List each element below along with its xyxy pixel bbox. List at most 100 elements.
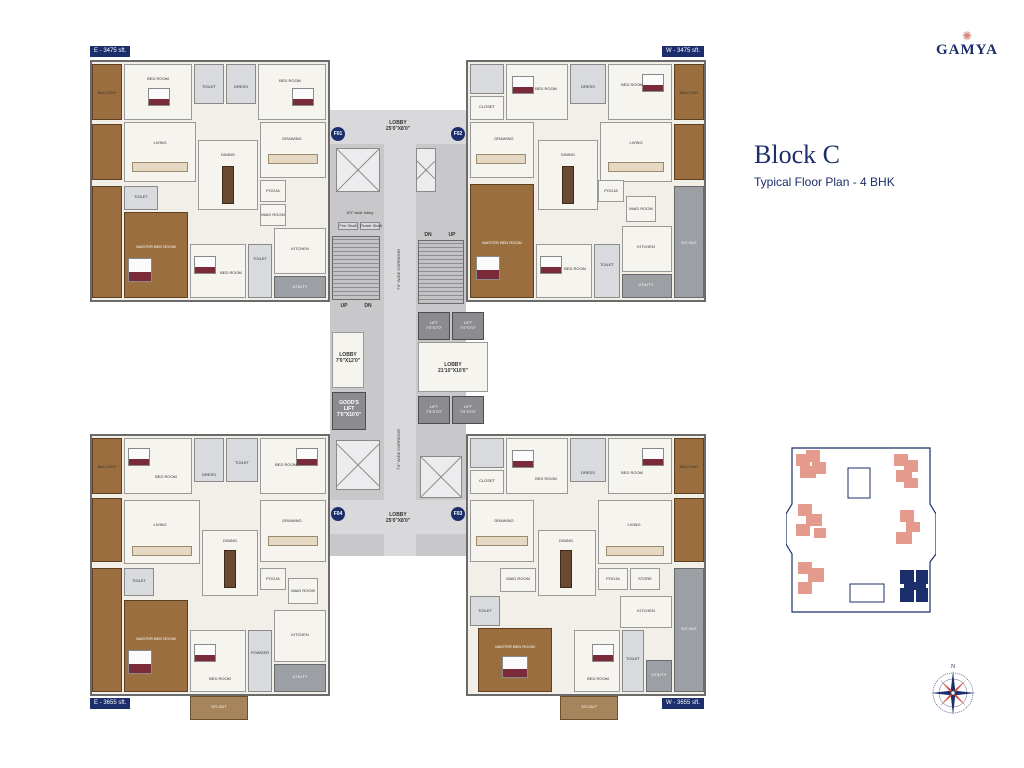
f04-utility-label: UTILITY bbox=[292, 674, 308, 679]
corridor-vertical bbox=[384, 110, 416, 556]
f01-bedroom-2 bbox=[258, 64, 326, 120]
f04-drawing-label: DRAWING bbox=[282, 518, 302, 523]
keyplan-clubhouse bbox=[847, 467, 871, 499]
f03-balcony-top bbox=[674, 438, 704, 494]
f02-dining-table bbox=[562, 166, 574, 204]
f04-dress-label: DRESS bbox=[202, 472, 216, 477]
f04-bedroom-1 bbox=[124, 438, 192, 494]
f02-bedroom-1-label: BED ROOM bbox=[535, 86, 557, 91]
f01-master-bedroom-label: MASTER BED ROOM bbox=[136, 244, 176, 249]
sunburst-icon: ✺ bbox=[961, 29, 973, 43]
f02-bed-2 bbox=[642, 74, 664, 92]
f04-dining-table bbox=[224, 550, 236, 588]
compass-rose-icon: N bbox=[931, 664, 975, 715]
f01-balcony-top bbox=[92, 64, 122, 120]
f04-living-label: LIVING bbox=[153, 522, 167, 527]
f01-balcony-bottom bbox=[92, 186, 122, 298]
f01-bed-3 bbox=[194, 256, 216, 274]
lobby-left-label: LOBBY 7'0"X12'0" bbox=[335, 352, 361, 364]
lift-3 bbox=[418, 396, 450, 424]
f01-pooja bbox=[260, 180, 286, 202]
f02-utility-label: UTILITY bbox=[638, 282, 654, 287]
unit-area-tag-top-left: E - 3475 sft. bbox=[90, 46, 131, 57]
f03-store bbox=[630, 568, 660, 590]
f01-balcony-label: BALCONY bbox=[97, 90, 117, 95]
f01-maid-room bbox=[260, 204, 286, 226]
f03-sitout bbox=[674, 568, 704, 692]
f01-toilet-3 bbox=[248, 244, 272, 298]
keyplan-tower-e bbox=[798, 562, 824, 594]
f01-utility bbox=[274, 276, 326, 298]
f01-dining-table bbox=[222, 166, 234, 204]
unit-area-tag-bottom-right: W - 3655 sft. bbox=[662, 698, 705, 709]
flat-number-f02: F02 bbox=[451, 127, 465, 141]
f02-kitchen bbox=[622, 226, 672, 272]
lobby-center bbox=[418, 342, 488, 392]
f02-bedroom-2 bbox=[608, 64, 672, 120]
f01-master-bedroom bbox=[124, 212, 188, 298]
flat-number-f03: F03 bbox=[451, 507, 465, 521]
f04-drawing bbox=[260, 500, 326, 562]
f02-utility bbox=[622, 274, 672, 298]
f04-master-toilet-label: TOILET bbox=[132, 578, 146, 583]
f02-sitout-label: SIT-OUT bbox=[681, 240, 697, 245]
f02-bed-3 bbox=[540, 256, 562, 274]
f02-balcony-top bbox=[674, 64, 704, 120]
f01-drawing-sofa bbox=[268, 154, 318, 164]
f04-master-bedroom-label: MASTER BED ROOM bbox=[136, 636, 176, 641]
plumb-shaft-label: Plumb Shaft bbox=[360, 223, 382, 228]
brand-logo: ✺ GAMYA bbox=[932, 30, 1002, 59]
f04-bedroom-3-label: BED ROOM bbox=[209, 676, 231, 681]
f02-master-bedroom-label: MASTER BED ROOM bbox=[482, 240, 522, 245]
f04-master-toilet bbox=[124, 568, 154, 596]
f04-balcony-bottom bbox=[92, 568, 122, 692]
f01-kitchen bbox=[274, 228, 326, 274]
corridor-label-bottom: 7'0" WIDE CORRIDOR bbox=[396, 428, 401, 470]
f04-master-bedroom bbox=[124, 600, 188, 692]
f01-pooja-label: POOJA bbox=[266, 188, 280, 193]
f01-living bbox=[124, 122, 196, 182]
lift-1-label: LIFT 7'0"X7'0" bbox=[426, 320, 442, 330]
f03-master-toilet-label: TOILET bbox=[478, 608, 492, 613]
f02-drawing-label: DRAWING bbox=[494, 136, 514, 141]
f01-drawing bbox=[260, 122, 326, 178]
f04-dining-label: DINING bbox=[223, 538, 237, 543]
f01-bed-2 bbox=[292, 88, 314, 106]
lift-4-label: LIFT 7'0"X7'0" bbox=[460, 404, 476, 414]
f03-living-sofa bbox=[606, 546, 664, 556]
f02-dress-label: DRESS bbox=[581, 84, 595, 89]
f01-master-toilet-label: TOILET bbox=[134, 194, 148, 199]
f01-toilet-2 bbox=[226, 64, 256, 104]
f04-toilet-2 bbox=[226, 438, 258, 482]
f02-balcony-mid bbox=[674, 124, 704, 180]
f02-living bbox=[600, 122, 672, 182]
f02-drawing bbox=[470, 122, 534, 178]
f03-dress-label: DRESS bbox=[581, 470, 595, 475]
f02-toilet-1 bbox=[470, 64, 504, 94]
f04-drawing-sofa bbox=[268, 536, 318, 546]
lift-4 bbox=[452, 396, 484, 424]
stair-dn-label-right: DN bbox=[424, 232, 432, 238]
f04-sitout-bottom bbox=[190, 696, 248, 720]
f03-toilet-2 bbox=[570, 438, 606, 482]
f01-toilet-3-label: TOILET bbox=[253, 256, 267, 261]
f04-bed-1 bbox=[128, 448, 150, 466]
lift-2 bbox=[452, 312, 484, 340]
f04-toilet-1 bbox=[194, 438, 224, 482]
f03-drawing-label: DRAWING bbox=[494, 518, 514, 523]
f04-toilet-2-label: TOILET bbox=[235, 460, 249, 465]
fire-shaft-label: Fire Shaft bbox=[339, 223, 357, 228]
duct-void-top-right bbox=[416, 148, 436, 192]
page-title: Block C bbox=[754, 140, 840, 169]
f03-toilet-3-label: TOILET bbox=[626, 656, 640, 661]
f02-living-label: LIVING bbox=[629, 140, 643, 145]
keyplan-tower-highlighted-block-c bbox=[900, 570, 928, 602]
f03-bed-3 bbox=[592, 644, 614, 662]
lobby-center-label: LOBBY 21'10"X10'0" bbox=[438, 362, 468, 374]
f01-dining-label: DINING bbox=[221, 152, 235, 157]
f01-toilet-1-label: TOILET bbox=[202, 84, 216, 89]
f04-balcony-mid bbox=[92, 498, 122, 562]
f04-balcony-label: BALCONY bbox=[97, 464, 117, 469]
f01-bedroom-2-label: BED ROOM bbox=[279, 78, 301, 83]
f01-living-sofa bbox=[132, 162, 188, 172]
